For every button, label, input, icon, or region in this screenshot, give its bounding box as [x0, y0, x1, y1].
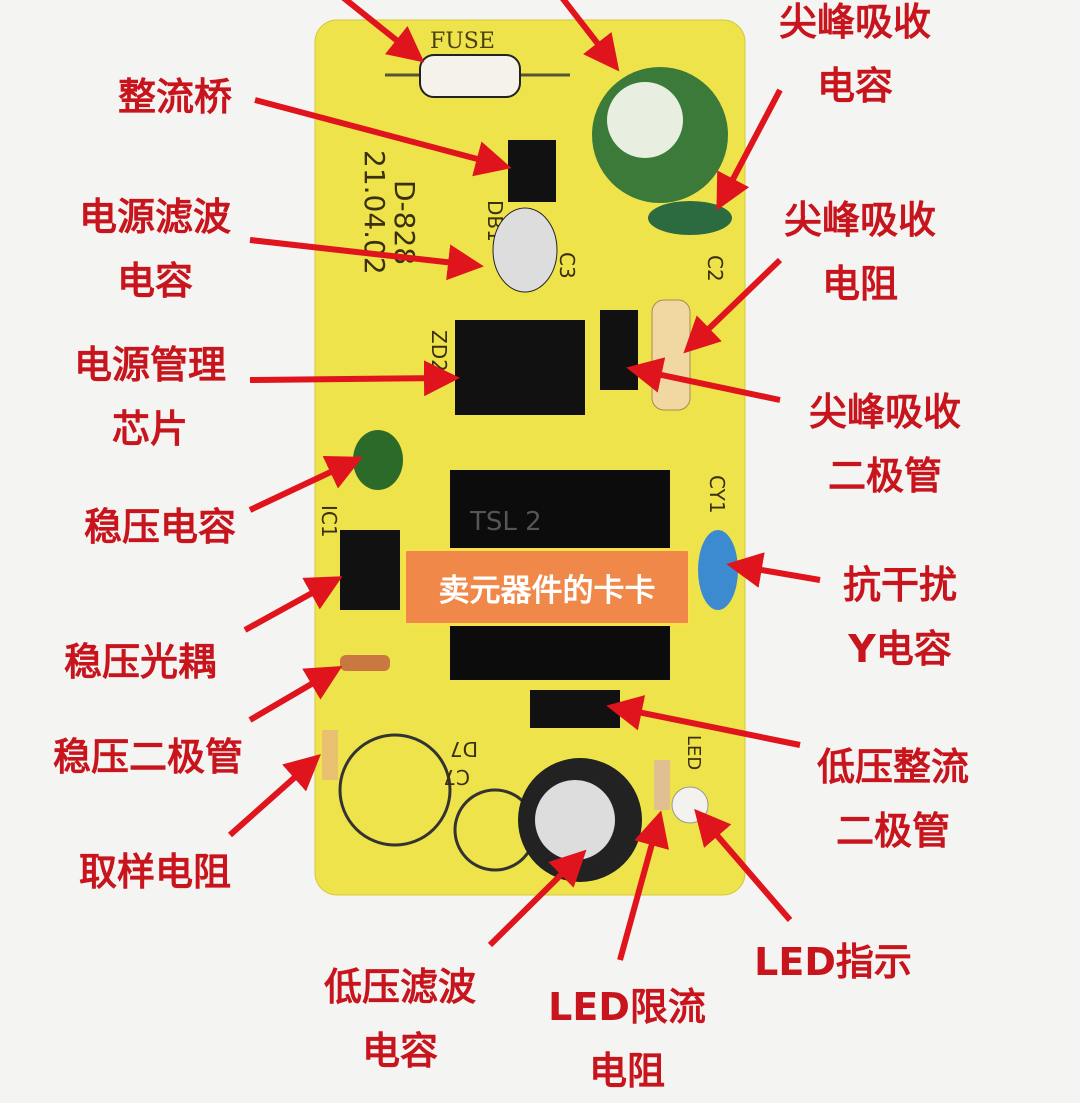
label-optocoupler: 稳压光耦: [64, 630, 216, 694]
reg-cap-part: [353, 430, 403, 490]
label-spike-cap: 尖峰吸收电容: [779, 0, 931, 118]
label-line: 取样电阻: [78, 850, 232, 894]
label-line: 抗干扰: [842, 563, 958, 607]
arrow: [249, 237, 484, 281]
zener-part: [340, 655, 390, 671]
filter-cap-part: [492, 207, 558, 293]
pm-chip-part: [455, 320, 585, 415]
label-line: 低压滤波: [323, 965, 477, 1009]
arrow: [254, 97, 512, 177]
spike-cap-electrolytic: [592, 67, 728, 203]
led-res-part: [654, 760, 670, 810]
label-line: 电容: [116, 259, 194, 303]
label-rectifier-bridge: 整流桥: [118, 65, 232, 129]
label-line: 稳压电容: [83, 505, 237, 549]
label-line: Y电容: [848, 627, 952, 671]
label-sample-res: 取样电阻: [79, 840, 231, 904]
silk-ic1: IC1: [317, 505, 341, 538]
silk-transformer: TSL 2: [469, 507, 542, 537]
pcb-photo: FUSE 21.04.02 D-828 DB1 C3 ZD2 C2 TSL 2 …: [228, 0, 821, 961]
label-line: 低压整流: [816, 745, 970, 789]
arrows: [228, 0, 821, 961]
label-lv-rect-diode: 低压整流二极管: [817, 735, 969, 863]
silk-c3: C3: [555, 252, 579, 279]
label-pm-chip: 电源管理芯片: [74, 333, 226, 461]
label-zener: 稳压二极管: [53, 725, 243, 789]
arrow: [248, 665, 343, 723]
silk-cy1: CY1: [705, 475, 729, 514]
fuse: FUSE: [385, 29, 570, 98]
silk-d7: D7: [450, 737, 478, 761]
label-line: 二极管: [835, 809, 951, 853]
label-filter-cap: 电源滤波电容: [79, 185, 231, 313]
label-line: 电阻: [821, 262, 899, 306]
label-spike-res: 尖峰吸收电阻: [784, 188, 936, 316]
label-spike-diode: 尖峰吸收二极管: [809, 380, 961, 508]
rectifier-bridge-part: [508, 140, 556, 202]
arrow: [243, 576, 343, 633]
label-line: 二极管: [827, 454, 943, 498]
label-line: 电源管理: [73, 343, 227, 387]
watermark: 卖元器件的卡卡: [403, 548, 691, 626]
optocoupler-part: [340, 530, 400, 610]
spike-diode-part: [600, 310, 638, 390]
label-reg-cap: 稳压电容: [84, 495, 236, 559]
label-line: 芯片: [111, 407, 189, 451]
silk-led: LED: [683, 735, 704, 770]
label-line: 电容: [816, 64, 894, 108]
arrow: [626, 357, 781, 403]
silk-c7: C7: [443, 765, 470, 789]
arrow: [248, 455, 363, 513]
arrow: [560, 0, 620, 72]
label-line: 尖峰吸收: [783, 198, 937, 242]
silkscreen-circle: [338, 733, 452, 847]
arrow: [694, 808, 793, 922]
label-lv-filter-cap: 低压滤波电容: [324, 955, 476, 1083]
label-line: 尖峰吸收: [778, 0, 932, 44]
label-line: 稳压二极管: [52, 735, 244, 779]
arrow: [341, 0, 425, 63]
lv-rect-diode-part: [530, 690, 620, 728]
label-line: 尖峰吸收: [808, 390, 962, 434]
label-y-cap: 抗干扰 Y电容: [843, 553, 957, 681]
arrow: [617, 810, 669, 961]
label-line: LED限流: [548, 985, 706, 1029]
label-line: 稳压光耦: [63, 640, 217, 684]
sample-resistor-part: [322, 730, 338, 780]
silk-model: D-828: [388, 180, 421, 265]
arrow: [716, 88, 783, 211]
label-led-ind: LED指示: [754, 930, 912, 994]
arrow: [606, 695, 801, 748]
arrow: [487, 849, 587, 948]
arrow: [683, 257, 783, 354]
spike-ceramic-cap: [648, 201, 732, 235]
arrow: [726, 552, 821, 588]
label-line: 电容: [361, 1029, 439, 1073]
silk-zd2: ZD2: [427, 330, 451, 372]
label-line: LED指示: [754, 940, 912, 984]
arrow: [249, 360, 460, 397]
label-line: 电源滤波: [78, 195, 232, 239]
label-line: 整流桥: [117, 75, 233, 119]
silk-c2: C2: [703, 255, 727, 282]
spike-resistor-part: [651, 299, 691, 411]
arrow: [228, 754, 321, 838]
label-line: 电阻: [588, 1049, 665, 1093]
label-led-res: LED限流电阻: [548, 975, 706, 1103]
silk-fuse: FUSE: [430, 29, 495, 54]
y-cap-part: [698, 530, 738, 610]
